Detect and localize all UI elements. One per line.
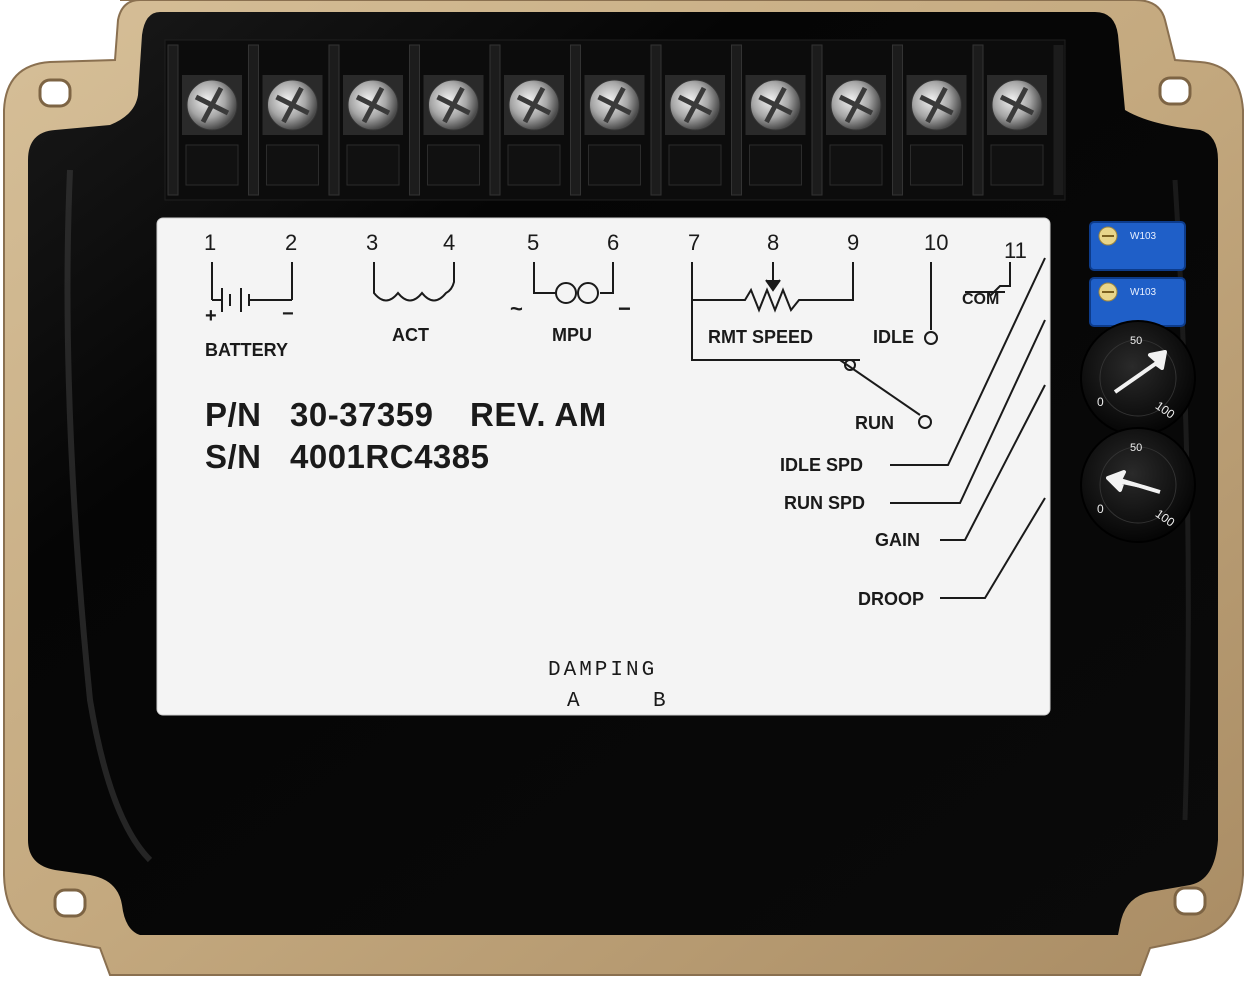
label-mpu: MPU xyxy=(552,325,592,345)
terminal-number: 7 xyxy=(688,230,701,255)
label-minus: − xyxy=(282,303,294,325)
label-com: COM xyxy=(962,291,1000,308)
label-run: RUN xyxy=(855,413,894,433)
terminal-number: 10 xyxy=(924,230,949,255)
pn-value: 30-37359 xyxy=(290,396,434,433)
label-plate xyxy=(156,217,1051,716)
dial-icon xyxy=(1080,427,1196,543)
rev-value: REV. AM xyxy=(470,396,607,433)
label-gain: GAIN xyxy=(875,530,920,550)
label-battery: BATTERY xyxy=(205,340,288,360)
dial-icon xyxy=(1080,320,1196,436)
terminal-number: 9 xyxy=(847,230,860,255)
screw-terminal-icon[interactable] xyxy=(409,44,484,196)
mounting-hole-icon xyxy=(1173,886,1207,916)
label-run-spd: RUN SPD xyxy=(784,493,866,513)
trimpot-code: W103 xyxy=(1130,287,1157,298)
sn-label: S/N xyxy=(205,438,262,475)
label-droop: DROOP xyxy=(858,589,925,609)
screw-terminal-icon[interactable] xyxy=(650,44,725,196)
mounting-hole-icon xyxy=(1158,76,1192,106)
terminal-number: 2 xyxy=(285,230,298,255)
mpu-symbol-icon xyxy=(533,262,614,304)
terminal-row xyxy=(167,44,1064,196)
dial-scale-mid: 50 xyxy=(1130,442,1143,454)
screw-terminal-icon[interactable] xyxy=(972,44,1047,196)
potentiometer-symbol-icon xyxy=(691,262,860,361)
label-rmt-speed: RMT SPEED xyxy=(708,327,814,347)
mounting-hole-icon xyxy=(53,888,87,918)
screw-terminal-icon[interactable] xyxy=(167,44,242,196)
screw-terminal-icon[interactable] xyxy=(248,44,323,196)
label-damping-b: B xyxy=(653,690,669,713)
dial-scale-low: 0 xyxy=(1097,395,1104,409)
schematic xyxy=(211,257,1046,599)
screw-terminal-icon[interactable] xyxy=(892,44,967,196)
label-mpu-minus: − xyxy=(618,296,631,321)
label-plus: + xyxy=(205,305,217,327)
sn-value: 4001RC4385 xyxy=(290,438,490,475)
terminal-number: 8 xyxy=(767,230,780,255)
label-damping-a: A xyxy=(567,690,583,713)
label-act: ACT xyxy=(392,325,429,345)
label-idle-spd: IDLE SPD xyxy=(780,455,864,475)
terminal-number: 6 xyxy=(607,230,620,255)
dial-scale-mid: 50 xyxy=(1130,335,1143,347)
label-tilde: ~ xyxy=(510,296,523,321)
pn-label: P/N xyxy=(205,396,262,433)
terminal-number: 4 xyxy=(443,230,456,255)
screw-terminal-icon[interactable] xyxy=(570,44,645,196)
battery-symbol-icon xyxy=(211,262,293,312)
screw-terminal-icon[interactable] xyxy=(328,44,403,196)
screw-terminal-icon[interactable] xyxy=(731,44,806,196)
terminal-number: 5 xyxy=(527,230,540,255)
screw-terminal-icon[interactable] xyxy=(489,44,564,196)
dial-scale-low: 0 xyxy=(1097,502,1104,516)
label-idle: IDLE xyxy=(873,327,915,347)
terminal-number: 3 xyxy=(366,230,379,255)
trimpot-icon xyxy=(1089,277,1186,327)
trimpot-icon xyxy=(1089,221,1186,271)
screw-terminal-icon[interactable] xyxy=(811,44,886,196)
terminal-number: 11 xyxy=(1004,238,1027,263)
label-damping: DAMPING xyxy=(548,659,658,682)
trimpot-code: W103 xyxy=(1130,231,1157,242)
switch-symbol-icon xyxy=(839,262,1011,429)
mounting-hole-icon xyxy=(38,78,72,108)
coil-symbol-icon xyxy=(373,262,455,302)
terminal-number: 1 xyxy=(204,230,217,255)
